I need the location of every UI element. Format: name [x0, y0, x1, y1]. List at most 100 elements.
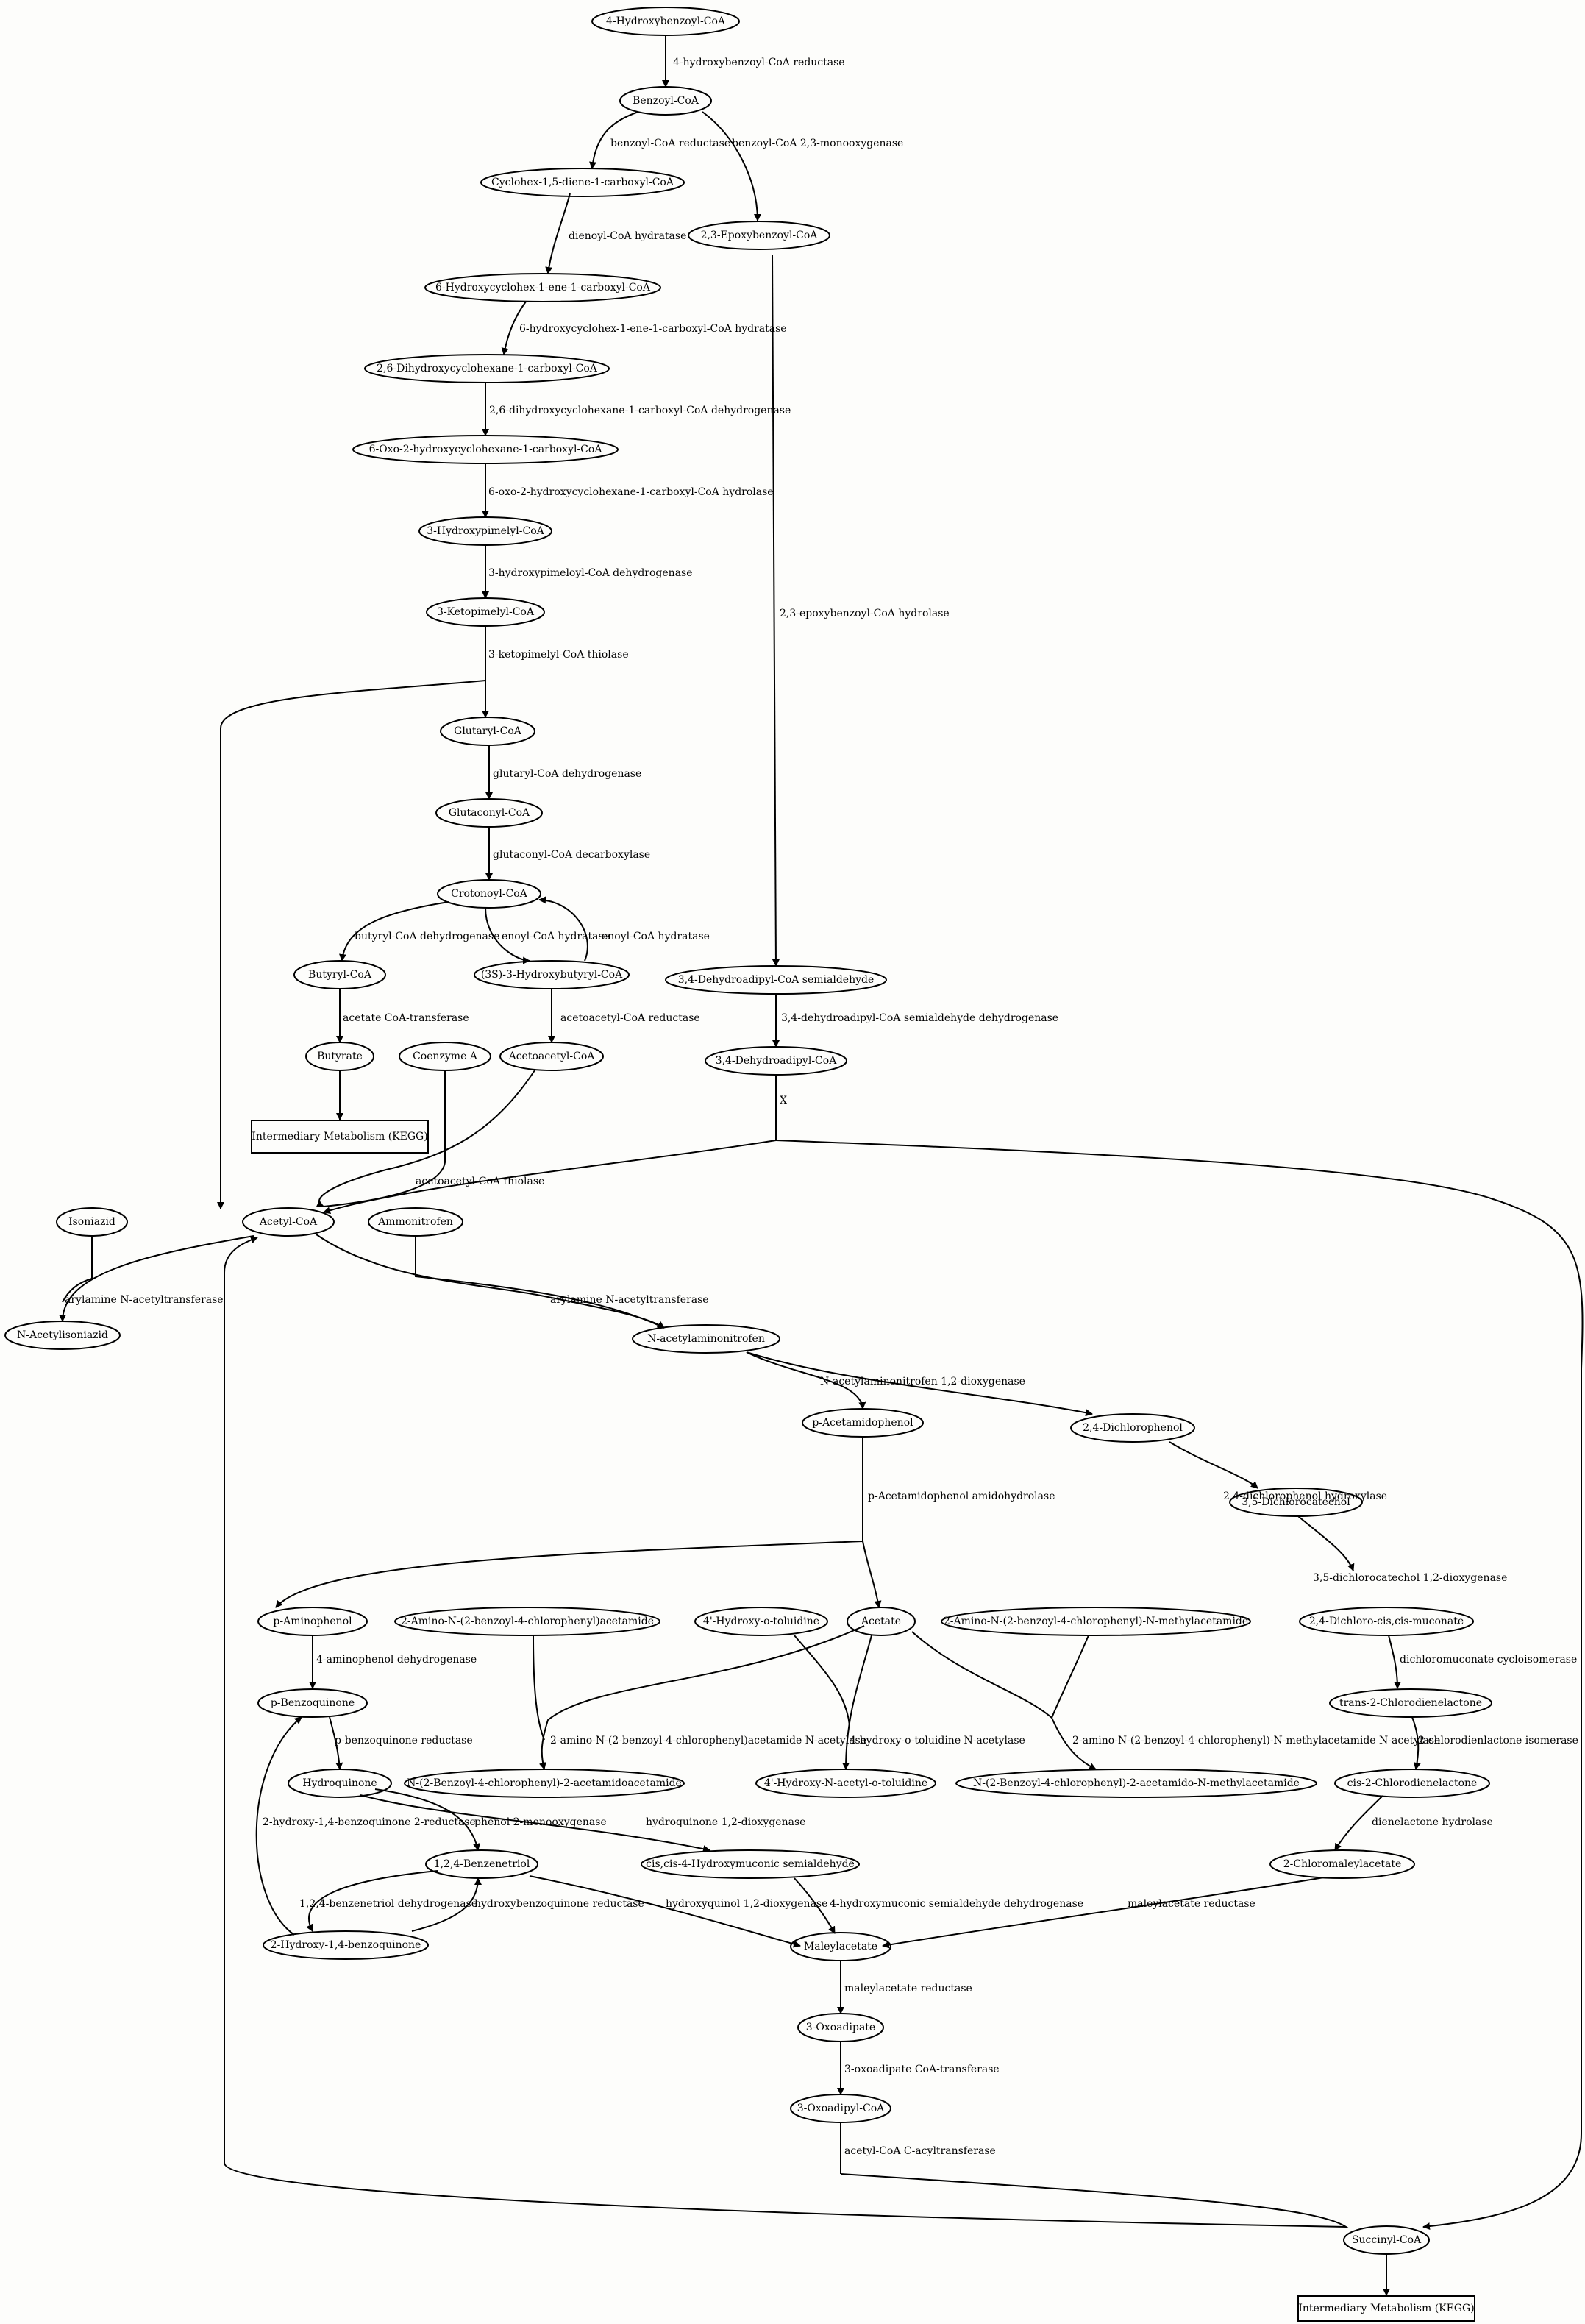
node-label: p-Benzoquinone: [271, 1697, 355, 1709]
edge-label: p-benzoquinone reductase: [335, 1735, 473, 1746]
node-cyclohex-diene-carboxyl-coa[interactable]: Cyclohex-1,5-diene-1-carboxyl-CoA: [480, 168, 685, 197]
node-ellipse: [293, 960, 386, 989]
edge-label: hydroxybenzoquinone reductase: [474, 1898, 644, 1910]
node-label: 3-Oxoadipate: [806, 2022, 875, 2033]
node-label: cis,cis-4-Hydroxymuconic semialdehyde: [646, 1858, 855, 1870]
node-label: (3S)-3-Hydroxybutyryl-CoA: [481, 969, 623, 981]
node-label: 3,4-Dehydroadipyl-CoA: [716, 1055, 838, 1067]
node-2-amino-benzoyl-chlorophenyl-acetamide[interactable]: 2-Amino-N-(2-benzoyl-4-chlorophenyl)acet…: [394, 1607, 660, 1636]
node-acetyl-coa[interactable]: Acetyl-CoA: [242, 1207, 335, 1237]
node-ellipse: [499, 1042, 604, 1071]
node-4-hydroxybenzoyl-coa[interactable]: 4-Hydroxybenzoyl-CoA: [591, 7, 740, 36]
node-trans-2-chlorodienelactone[interactable]: trans-2-Chlorodienelactone: [1329, 1688, 1492, 1718]
node-cis-2-chlorodienelactone[interactable]: cis-2-Chlorodienelactone: [1334, 1769, 1490, 1798]
node-dehydroadipyl-coa-semialdehyde[interactable]: 3,4-Dehydroadipyl-CoA semialdehyde: [665, 965, 887, 995]
node-maleylacetate[interactable]: Maleylacetate: [790, 1932, 891, 1961]
node-label: Glutaryl-CoA: [454, 725, 522, 737]
edge-label: hydroxyquinol 1,2-dioxygenase: [666, 1898, 827, 1910]
node-epoxybenzoyl-coa[interactable]: 2,3-Epoxybenzoyl-CoA: [688, 221, 830, 250]
nodes-layer: 4-Hydroxybenzoyl-CoA Benzoyl-CoA Cyclohe…: [4, 7, 1492, 2322]
node-butyryl-coa[interactable]: Butyryl-CoA: [293, 960, 386, 989]
edge-acetate-nbca: [538, 1625, 865, 1770]
edge-34dc-succ: [775, 1140, 1584, 2231]
node-2-4-dichloro-muconate[interactable]: 2,4-Dichloro-cis,cis-muconate: [1299, 1607, 1474, 1636]
node-benzoyl-coa[interactable]: Benzoyl-CoA: [619, 86, 712, 116]
edge-124bt-2h14bq: [306, 1870, 438, 1932]
node-intermediary-metabolism-kegg-2[interactable]: Intermediary Metabolism (KEGG): [1297, 2295, 1475, 2322]
edge-acetate-nbcam: [911, 1631, 1097, 1770]
node-hydroquinone[interactable]: Hydroquinone: [288, 1769, 392, 1798]
node-3-hydroxybutyryl-coa[interactable]: (3S)-3-Hydroxybutyryl-CoA: [474, 960, 630, 989]
edge-35dcc-24dcm: [1297, 1515, 1355, 1571]
node-label: N-acetylaminonitrofen: [647, 1333, 765, 1345]
node-4-hydroxy-o-toluidine[interactable]: 4'-Hydroxy-o-toluidine: [694, 1607, 828, 1636]
node-2-chloromaleylacetate[interactable]: 2-Chloromaleylacetate: [1269, 1849, 1415, 1879]
node-ellipse: [440, 717, 535, 746]
edge-label: 1,2,4-benzenetriol dehydrogenase: [299, 1898, 477, 1910]
node-3-5-dichlorocatechol[interactable]: 3,5-Dichlorocatechol: [1229, 1488, 1363, 1517]
node-ellipse: [1070, 1413, 1195, 1443]
edge-coa-acetylcoa: [323, 1070, 446, 1207]
node-n-benzoyl-chlorophenyl-acetamido-methylacetamide[interactable]: N-(2-Benzoyl-4-chlorophenyl)-2-acetamido…: [955, 1769, 1317, 1798]
node-intermediary-metabolism-kegg-1[interactable]: Intermediary Metabolism (KEGG): [251, 1120, 429, 1154]
node-3-oxoadipate[interactable]: 3-Oxoadipate: [797, 2013, 884, 2042]
node-glutaryl-coa[interactable]: Glutaryl-CoA: [440, 717, 535, 746]
node-p-acetamidophenol[interactable]: p-Acetamidophenol: [802, 1408, 924, 1438]
node-label: Acetoacetyl-CoA: [508, 1051, 596, 1062]
node-6-oxo-hydroxycyclohexane-carboxyl-coa[interactable]: 6-Oxo-2-hydroxycyclohexane-1-carboxyl-Co…: [352, 435, 619, 464]
node-coenzyme-a[interactable]: Coenzyme A: [399, 1042, 491, 1071]
edge-label: 3-oxoadipate CoA-transferase: [844, 2064, 1000, 2075]
node-p-benzoquinone[interactable]: p-Benzoquinone: [257, 1688, 368, 1718]
node-cis-cis-4-hydroxymuconic-semialdehyde[interactable]: cis,cis-4-Hydroxymuconic semialdehyde: [641, 1849, 860, 1879]
node-crotonoyl-coa[interactable]: Crotonoyl-CoA: [437, 879, 541, 909]
node-2-amino-benzoyl-chlorophenyl-methylacetamide[interactable]: 2-Amino-N-(2-benzoyl-4-chlorophenyl)-N-m…: [941, 1607, 1251, 1636]
node-ellipse: [368, 1207, 463, 1237]
edge-label: 3-ketopimelyl-CoA thiolase: [488, 649, 629, 661]
node-1-2-4-benzenetriol[interactable]: 1,2,4-Benzenetriol: [425, 1849, 538, 1879]
node-acetoacetyl-coa[interactable]: Acetoacetyl-CoA: [499, 1042, 604, 1071]
edge-naan-pacet: [746, 1351, 866, 1410]
node-isoniazid[interactable]: Isoniazid: [56, 1207, 128, 1237]
node-6-hydroxycyclohexene-carboxyl-coa[interactable]: 6-Hydroxycyclohex-1-ene-1-carboxyl-CoA: [424, 273, 661, 302]
node-label: Glutaconyl-CoA: [449, 807, 530, 819]
node-ammonitrofen[interactable]: Ammonitrofen: [368, 1207, 463, 1237]
node-ellipse: [263, 1930, 429, 1960]
node-2-4-dichlorophenol[interactable]: 2,4-Dichlorophenol: [1070, 1413, 1195, 1443]
node-label: Crotonoyl-CoA: [451, 888, 528, 900]
node-glutaconyl-coa[interactable]: Glutaconyl-CoA: [435, 798, 543, 828]
node-3-hydroxypimelyl-coa[interactable]: 3-Hydroxypimelyl-CoA: [418, 516, 552, 546]
node-2-hydroxy-1-4-benzoquinone[interactable]: 2-Hydroxy-1,4-benzoquinone: [263, 1930, 429, 1960]
node-label: trans-2-Chlorodienelactone: [1339, 1697, 1482, 1709]
node-ellipse: [257, 1607, 368, 1636]
node-succinyl-coa[interactable]: Succinyl-CoA: [1343, 2225, 1430, 2255]
node-label: Hydroquinone: [302, 1777, 377, 1789]
edge-label: p-Acetamidophenol amidohydrolase: [868, 1490, 1055, 1502]
node-n-acetylaminonitrofen[interactable]: N-acetylaminonitrofen: [632, 1324, 780, 1354]
edge-cis-2cma: [1334, 1795, 1383, 1851]
node-label: 3-Oxoadipyl-CoA: [797, 2103, 885, 2114]
node-dehydroadipyl-coa[interactable]: 3,4-Dehydroadipyl-CoA: [705, 1046, 847, 1076]
node-4-hydroxy-n-acetyl-o-toluidine[interactable]: 4'-Hydroxy-N-acetyl-o-toluidine: [755, 1769, 936, 1798]
node-n-benzoyl-chlorophenyl-acetamidoacetamide[interactable]: N-(2-Benzoyl-4-chlorophenyl)-2-acetamido…: [404, 1769, 685, 1798]
edge-crot-3hb: [485, 907, 530, 964]
edge-label: 4-hydroxybenzoyl-CoA reductase: [673, 57, 845, 68]
node-ellipse: [790, 2094, 891, 2123]
edge-2abca-nbca: [533, 1635, 545, 1741]
node-ellipse: [1334, 1769, 1490, 1798]
node-butyrate[interactable]: Butyrate: [305, 1042, 374, 1071]
node-label: Benzoyl-CoA: [633, 95, 699, 107]
node-label: 3-Hydroxypimelyl-CoA: [427, 525, 544, 537]
node-p-aminophenol[interactable]: p-Aminophenol: [257, 1607, 368, 1636]
node-label: 2-Hydroxy-1,4-benzoquinone: [271, 1939, 421, 1951]
node-label: Maleylacetate: [804, 1941, 877, 1952]
node-3-oxoadipyl-coa[interactable]: 3-Oxoadipyl-CoA: [790, 2094, 891, 2123]
node-acetate[interactable]: Acetate: [847, 1607, 916, 1636]
node-3-ketopimelyl-coa[interactable]: 3-Ketopimelyl-CoA: [426, 597, 545, 627]
edge-24dcp-35dcc: [1169, 1441, 1258, 1489]
edge-label: dichloromuconate cycloisomerase: [1400, 1654, 1577, 1666]
edge-34dc-acetylcoa: [323, 1075, 777, 1215]
node-ellipse: [694, 1607, 828, 1636]
node-n-acetylisoniazid[interactable]: N-Acetylisoniazid: [4, 1321, 121, 1350]
node-ellipse: [755, 1769, 936, 1798]
node-dihydroxycyclohexane-carboxyl-coa[interactable]: 2,6-Dihydroxycyclohexane-1-carboxyl-CoA: [364, 354, 610, 383]
